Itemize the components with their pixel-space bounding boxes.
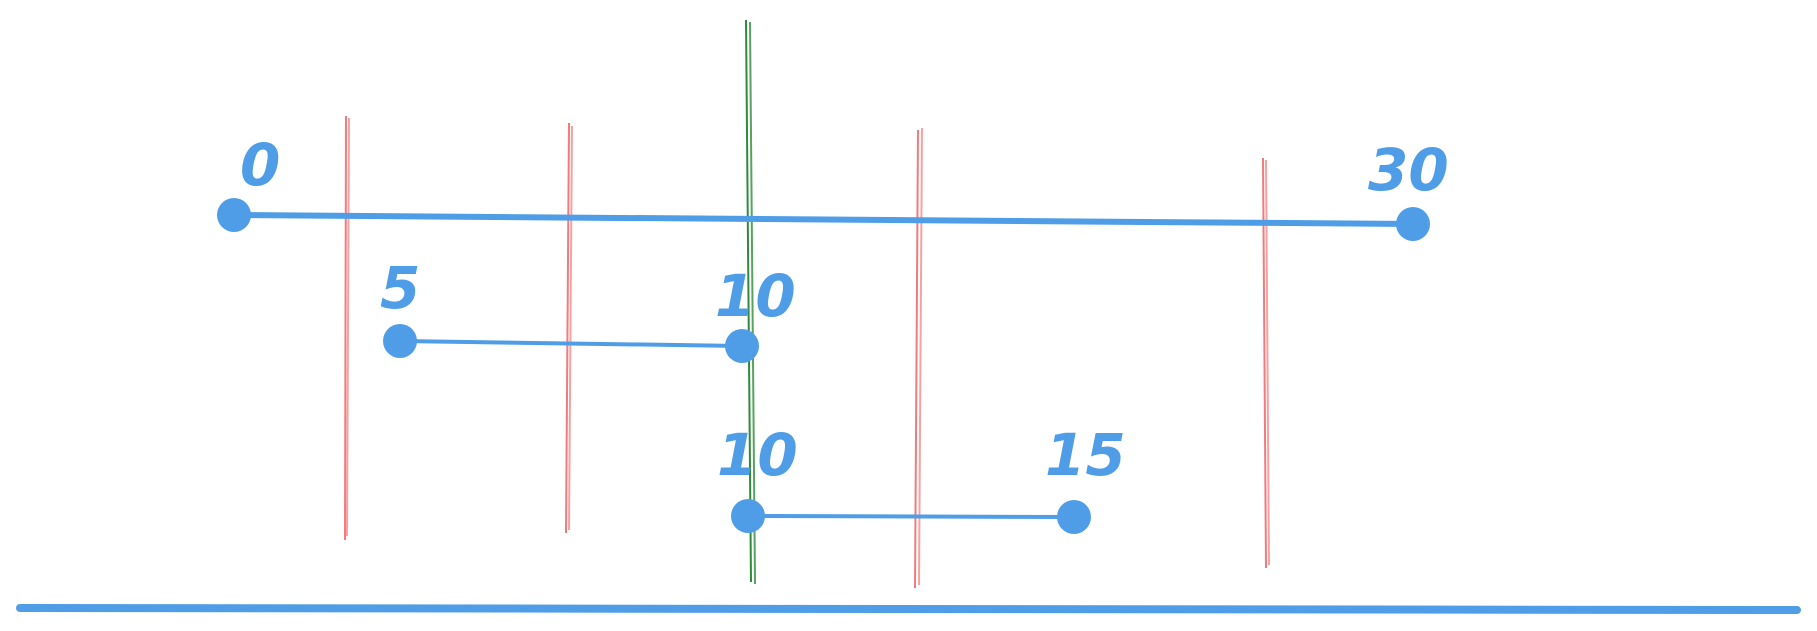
baseline: [16, 604, 1801, 614]
label-c-end: 15: [1045, 421, 1126, 489]
interval-c-end-point: [1057, 500, 1091, 534]
interval-a: [217, 198, 1430, 241]
red-line-4: [1262, 157, 1270, 569]
interval-c-start-point: [731, 499, 765, 533]
red-line-1: [344, 115, 350, 541]
label-c-start: 10: [717, 421, 798, 489]
interval-b-start-point: [383, 324, 417, 358]
interval-c: [731, 499, 1091, 534]
red-line-3: [914, 127, 923, 589]
red-vertical-lines: [344, 115, 1270, 589]
red-line-2: [565, 122, 573, 534]
label-b-start: 5: [380, 254, 420, 322]
interval-b: [383, 324, 759, 363]
label-a-start: 0: [240, 131, 280, 199]
label-b-end: 10: [715, 262, 796, 330]
interval-a-start-point: [217, 198, 251, 232]
label-a-end: 30: [1368, 136, 1449, 204]
interval-b-end-point: [725, 329, 759, 363]
green-vertical-line: [745, 19, 756, 585]
interval-a-end-point: [1396, 207, 1430, 241]
